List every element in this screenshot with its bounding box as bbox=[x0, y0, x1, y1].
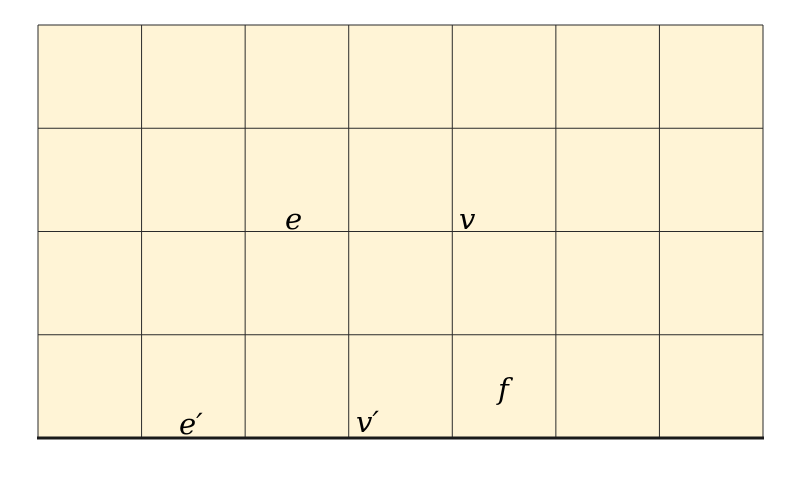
vertex-label-v-prime: v′ bbox=[356, 405, 379, 439]
grid-lines bbox=[37, 24, 764, 438]
edge-label-e: e bbox=[285, 202, 302, 236]
vertex-label-v: v bbox=[459, 202, 476, 236]
edge-label-e-prime: e′ bbox=[179, 407, 203, 441]
